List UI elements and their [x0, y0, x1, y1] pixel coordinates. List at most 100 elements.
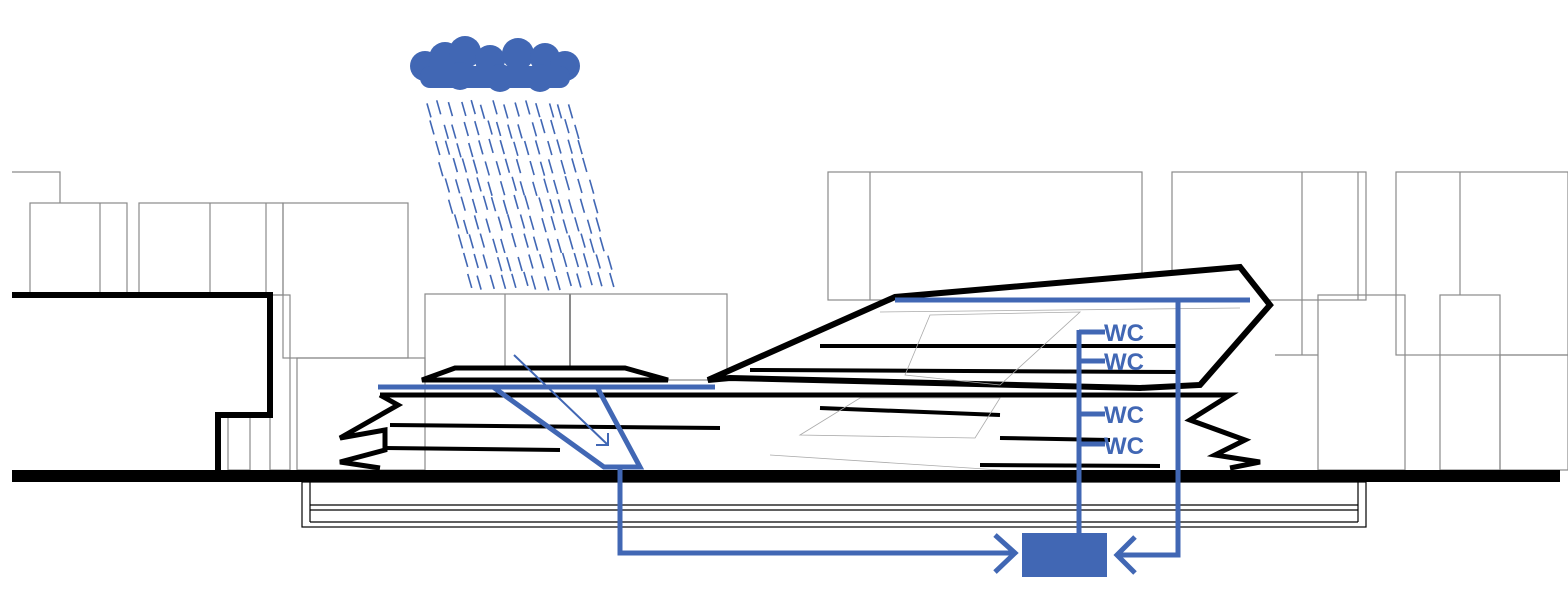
rain-streak — [507, 124, 513, 139]
rain-streak — [582, 157, 588, 173]
rain-streak — [515, 158, 522, 174]
rain-streak — [514, 102, 520, 117]
roof-pipe — [1118, 300, 1181, 558]
rain-streak — [479, 233, 486, 248]
rain-streak — [466, 273, 473, 289]
rain-streak — [588, 179, 595, 194]
rain-streak — [444, 140, 451, 155]
rain-streak — [567, 139, 573, 154]
rain-streak — [471, 198, 478, 214]
rain-streak — [468, 234, 475, 249]
rain-streak — [474, 120, 480, 136]
rain-streak — [592, 199, 599, 214]
rain-streak — [452, 157, 459, 173]
rain-streak — [488, 138, 494, 154]
rain-streak — [476, 177, 482, 192]
rain-streak — [487, 181, 493, 196]
rain-streak — [555, 275, 561, 291]
rain-streak — [547, 159, 554, 174]
rain-streak — [463, 121, 470, 137]
rain-streak — [571, 158, 577, 173]
rain-streak — [489, 274, 495, 290]
rain-streak — [492, 100, 498, 115]
rain-streak — [576, 273, 582, 288]
rain-streak — [568, 235, 574, 250]
rain-streak — [609, 272, 615, 288]
rain-streak — [435, 140, 441, 156]
rain-streak — [530, 275, 537, 290]
rain-streak — [511, 273, 517, 289]
flow-arrow-icon — [993, 533, 1019, 574]
rain-streak — [457, 234, 464, 249]
wc-label: WC — [1104, 433, 1144, 460]
rain-streak — [492, 238, 498, 254]
rain-streak — [426, 103, 432, 118]
wc-label: WC — [1104, 349, 1144, 376]
rain-streak — [532, 236, 539, 251]
rain-streak — [595, 254, 601, 269]
rain-streak — [467, 142, 474, 158]
rain-streak — [496, 256, 503, 272]
rain-streaks — [426, 99, 615, 291]
rain-streak — [513, 194, 519, 210]
rain-streak — [574, 217, 580, 232]
adjacent-building-outline — [12, 292, 273, 472]
rain-streak — [461, 158, 468, 173]
rain-streak — [466, 178, 473, 193]
rain-streak — [472, 159, 479, 174]
rain-streak — [490, 196, 497, 212]
rain-streak — [529, 160, 535, 176]
rain-streak — [550, 119, 556, 135]
rain-streak — [580, 233, 586, 248]
rain-streak — [506, 214, 513, 229]
context-buildings — [12, 171, 1568, 471]
rain-streak — [574, 124, 580, 140]
rain-streak — [573, 252, 580, 268]
rain-streak — [499, 139, 506, 155]
rain-streak — [443, 124, 450, 140]
rain-streak — [582, 253, 589, 268]
rain-streak — [461, 101, 467, 117]
rain-streak — [556, 104, 563, 119]
wc-label: WC — [1104, 320, 1144, 347]
rain-streak — [589, 238, 595, 253]
rain-streak — [511, 232, 517, 248]
rain-streak — [539, 118, 546, 134]
basement — [301, 481, 1367, 528]
rain-streak — [523, 140, 530, 156]
rain-streak — [552, 179, 559, 195]
rain-streak — [534, 140, 541, 155]
rain-streak — [546, 238, 553, 253]
rain-streak — [499, 180, 506, 196]
rain-streak — [531, 122, 538, 137]
rain-streak — [484, 161, 491, 176]
rain-streak — [538, 197, 544, 212]
rain-streak — [523, 233, 529, 248]
rain-streak — [435, 100, 442, 115]
funnel-arrow-icon — [596, 433, 609, 446]
rain-streak — [447, 101, 454, 117]
rain-streak — [478, 140, 484, 155]
rain-streak — [577, 178, 583, 194]
rain-streak — [479, 104, 486, 119]
rain-streak — [532, 181, 538, 197]
rain-streak — [519, 214, 526, 229]
rain-streak — [454, 179, 461, 194]
rain-streak — [506, 257, 512, 272]
rain-streak — [473, 253, 479, 269]
rain-streak — [564, 175, 571, 191]
rain-streak — [567, 104, 574, 119]
rain-streak — [561, 252, 568, 268]
ground-line — [12, 470, 1560, 482]
rain-streak — [503, 104, 509, 119]
rain-streak — [456, 143, 462, 158]
rain-streak — [599, 237, 605, 252]
rain-streak — [495, 160, 502, 176]
water-system — [378, 297, 1250, 575]
rain-streak — [500, 274, 507, 290]
rain-cloud-icon — [410, 36, 580, 92]
main-building — [338, 263, 1274, 471]
rain-streak — [513, 141, 519, 157]
